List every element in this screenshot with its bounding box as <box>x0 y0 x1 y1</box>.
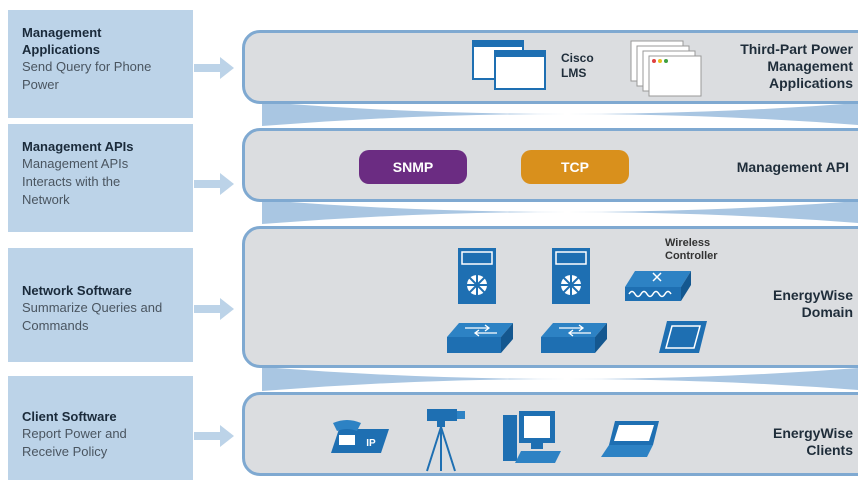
row-title: Management APIs <box>22 139 134 154</box>
row-subtitle: Management APIs Interacts with the Netwo… <box>22 156 129 207</box>
band-connector <box>262 367 858 391</box>
row-management-apis: Management APIs Management APIs Interact… <box>8 124 193 232</box>
desktop-computer-icon <box>503 411 561 463</box>
arrow-right-icon <box>194 425 234 447</box>
row-management-applications: Management Applications Send Query for P… <box>8 10 193 118</box>
band-energywise-clients: IP EnergyWise Clients <box>242 392 858 476</box>
ip-badge-label: IP <box>366 438 376 449</box>
cisco-label: Cisco <box>561 51 594 65</box>
energywise-clients-label: EnergyWise Clients <box>773 425 853 459</box>
row-subtitle: Send Query for Phone Power <box>22 59 152 92</box>
band-connector <box>262 102 858 126</box>
label-line: Management <box>767 58 853 74</box>
label-line: Applications <box>768 75 853 91</box>
label-line: Domain <box>801 304 853 320</box>
row-subtitle: Report Power and Receive Policy <box>22 426 127 459</box>
band-energywise-domain: Wireless Controller EnergyWise Domain <box>242 226 858 368</box>
wireless-controller-label: Wireless Controller <box>665 237 718 263</box>
label-line: Third-Part Power <box>740 41 853 57</box>
third-party-apps-label: Third-Part Power Management Applications <box>740 41 853 92</box>
workgroup-switch-icon <box>541 323 607 353</box>
energywise-domain-label: EnergyWise Domain <box>773 287 853 321</box>
video-camera-icon <box>426 409 465 472</box>
laptop-icon <box>601 421 659 457</box>
arrow-right-icon <box>194 298 234 320</box>
workgroup-switch-icon <box>447 323 513 353</box>
label-line: Controller <box>665 250 718 262</box>
label-line: EnergyWise <box>772 425 853 441</box>
band-management-applications: Cisco LMS Third-Part Power Management Ap… <box>242 30 858 104</box>
label-line: EnergyWise <box>772 287 853 303</box>
label-line: Wireless <box>665 237 711 249</box>
stacked-windows-icon <box>630 40 702 97</box>
snmp-badge: SNMP <box>359 150 467 184</box>
ip-phone-icon: IP <box>331 420 389 453</box>
band-management-apis: SNMP TCP Management API <box>242 128 858 202</box>
label-line: Clients <box>806 442 853 458</box>
row-title: Client Software <box>22 409 117 424</box>
application-windows-icon <box>472 40 546 90</box>
management-api-label: Management API <box>736 159 849 175</box>
row-network-software: Network Software Summarize Queries and C… <box>8 248 193 362</box>
wireless-controller-icon <box>625 271 691 301</box>
row-subtitle: Summarize Queries and Commands <box>22 300 163 333</box>
arrow-right-icon <box>194 173 234 195</box>
row-title: Management Applications <box>22 25 102 57</box>
multilayer-switch-icon <box>552 248 590 304</box>
access-point-icon <box>659 321 707 353</box>
row-client-software: Client Software Report Power and Receive… <box>8 376 193 480</box>
row-title: Network Software <box>22 283 132 298</box>
tcp-badge: TCP <box>521 150 629 184</box>
lms-label: LMS <box>561 66 587 80</box>
arrow-right-icon <box>194 57 234 79</box>
cisco-lms-label: Cisco LMS <box>561 51 594 81</box>
multilayer-switch-icon <box>458 248 496 304</box>
band-connector <box>262 200 858 224</box>
